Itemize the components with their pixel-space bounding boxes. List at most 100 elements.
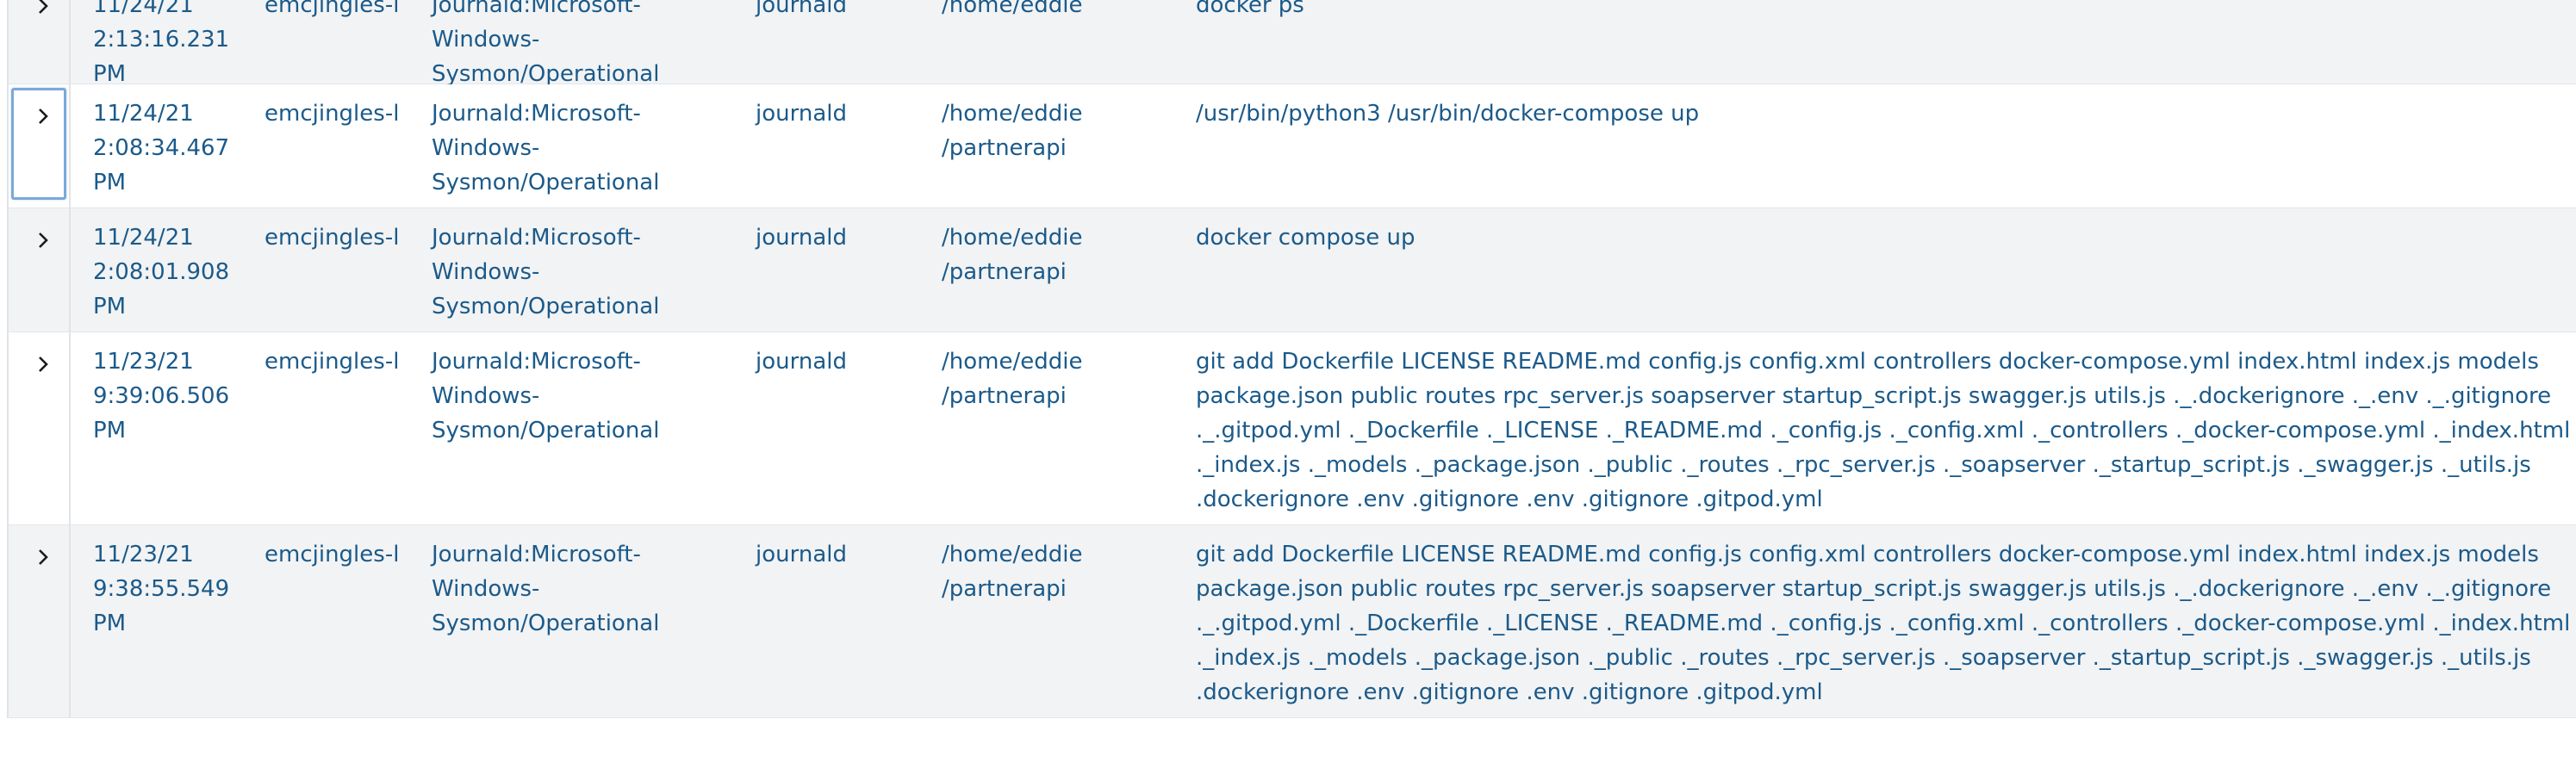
expand-cell [9, 208, 71, 332]
time-clock: 9:39:06.506 [93, 383, 230, 409]
cwd-cell[interactable]: /home/eddie /partnerapi [942, 344, 1148, 413]
time-clock: 2:13:16.231 [93, 27, 230, 53]
chevron-right-icon [39, 232, 48, 248]
cwd-cell[interactable]: /home/eddie /partnerapi [942, 96, 1148, 165]
sourcetype-cell[interactable]: journald [756, 225, 847, 251]
source-cell[interactable]: Journald:Microsoft- Windows- Sysmon/Oper… [432, 537, 673, 641]
expand-row-button[interactable] [11, 336, 66, 448]
expand-row-button[interactable] [11, 88, 66, 200]
command-line: git add Dockerfile LICENSE README.md con… [1196, 349, 2539, 375]
time-ampm: PM [93, 418, 127, 443]
cwd-line: /partnerapi [942, 576, 1067, 602]
command-cell[interactable]: /usr/bin/python3 /usr/bin/docker-compose… [1196, 96, 2540, 131]
source-line: Windows- [432, 259, 540, 285]
host-cell[interactable]: emcjingles-l [264, 101, 400, 127]
source-line: Windows- [432, 576, 540, 602]
source-line: Journald:Microsoft- [432, 0, 641, 18]
time-clock: 2:08:01.908 [93, 259, 230, 285]
table-row[interactable]: 11/23/21 9:38:55.549 PM emcjingles-l Jou… [9, 525, 2576, 718]
events-table: 11/24/21 2:13:16.231 PM emcjingles-l Jou… [7, 0, 2576, 718]
command-line: package.json public routes rpc_server.js… [1196, 576, 2552, 602]
chevron-right-icon [39, 0, 48, 14]
host-cell[interactable]: emcjingles-l [264, 0, 400, 18]
cwd-line: /home/eddie [942, 349, 1083, 375]
cwd-line: /home/eddie [942, 0, 1083, 18]
time-date: 11/24/21 [93, 225, 194, 251]
source-line: Windows- [432, 27, 540, 53]
sourcetype-cell[interactable]: journald [756, 542, 847, 567]
time-cell: 11/23/21 9:38:55.549 PM [93, 537, 248, 641]
command-line: docker compose up [1196, 225, 1416, 251]
command-cell[interactable]: docker compose up [1196, 220, 2540, 255]
time-cell: 11/23/21 9:39:06.506 PM [93, 344, 248, 448]
source-line: Windows- [432, 383, 540, 409]
cwd-cell[interactable]: /home/eddie /partnerapi [942, 537, 1148, 606]
sourcetype-cell[interactable]: journald [756, 0, 847, 18]
host-cell[interactable]: emcjingles-l [264, 349, 400, 375]
command-line: .dockerignore .env .gitignore .env .giti… [1196, 487, 1823, 512]
source-line: Journald:Microsoft- [432, 101, 641, 127]
source-line: Journald:Microsoft- [432, 542, 641, 567]
table-row[interactable]: 11/24/21 2:08:34.467 PM emcjingles-l Jou… [9, 84, 2576, 208]
source-line: Sysmon/Operational [432, 61, 660, 87]
command-line: docker ps [1196, 0, 1304, 18]
command-cell[interactable]: docker ps [1196, 0, 2540, 22]
chevron-right-icon [39, 108, 48, 124]
source-line: Sysmon/Operational [432, 418, 660, 443]
command-line: ._index.js ._models ._package.json ._pub… [1196, 452, 2531, 478]
time-ampm: PM [93, 170, 127, 195]
command-line: package.json public routes rpc_server.js… [1196, 383, 2552, 409]
source-line: Sysmon/Operational [432, 170, 660, 195]
command-line: .dockerignore .env .gitignore .env .giti… [1196, 679, 1823, 705]
table-row[interactable]: 11/24/21 2:13:16.231 PM emcjingles-l Jou… [9, 0, 2576, 87]
host-cell[interactable]: emcjingles-l [264, 542, 400, 567]
source-cell[interactable]: Journald:Microsoft- Windows- Sysmon/Oper… [432, 0, 673, 91]
source-line: Sysmon/Operational [432, 611, 660, 636]
sourcetype-cell[interactable]: journald [756, 349, 847, 375]
time-ampm: PM [93, 611, 127, 636]
cwd-line: /home/eddie [942, 225, 1083, 251]
command-line: ._.gitpod.yml ._Dockerfile ._LICENSE ._R… [1196, 611, 2571, 636]
cwd-line: /partnerapi [942, 259, 1067, 285]
expand-row-button[interactable] [11, 0, 66, 96]
time-cell: 11/24/21 2:08:34.467 PM [93, 96, 248, 200]
time-ampm: PM [93, 61, 127, 87]
command-line: /usr/bin/python3 /usr/bin/docker-compose… [1196, 101, 1700, 127]
time-date: 11/24/21 [93, 0, 194, 18]
cwd-line: /partnerapi [942, 383, 1067, 409]
cwd-line: /home/eddie [942, 101, 1083, 127]
cwd-line: /partnerapi [942, 135, 1067, 161]
sourcetype-cell[interactable]: journald [756, 101, 847, 127]
time-date: 11/24/21 [93, 101, 194, 127]
source-cell[interactable]: Journald:Microsoft- Windows- Sysmon/Oper… [432, 220, 673, 324]
expand-row-button[interactable] [11, 212, 66, 324]
command-line: git add Dockerfile LICENSE README.md con… [1196, 542, 2539, 567]
host-cell[interactable]: emcjingles-l [264, 225, 400, 251]
time-ampm: PM [93, 294, 127, 319]
source-cell[interactable]: Journald:Microsoft- Windows- Sysmon/Oper… [432, 344, 673, 448]
time-date: 11/23/21 [93, 542, 194, 567]
source-line: Windows- [432, 135, 540, 161]
command-cell[interactable]: git add Dockerfile LICENSE README.md con… [1196, 537, 2571, 710]
time-clock: 2:08:34.467 [93, 135, 230, 161]
expand-cell [9, 0, 71, 84]
source-line: Journald:Microsoft- [432, 349, 641, 375]
cwd-line: /home/eddie [942, 542, 1083, 567]
expand-row-button[interactable] [11, 529, 66, 641]
table-row[interactable]: 11/24/21 2:08:01.908 PM emcjingles-l Jou… [9, 208, 2576, 332]
time-date: 11/23/21 [93, 349, 194, 375]
source-line: Journald:Microsoft- [432, 225, 641, 251]
expand-cell [9, 525, 71, 717]
command-line: ._.gitpod.yml ._Dockerfile ._LICENSE ._R… [1196, 418, 2571, 443]
time-cell: 11/24/21 2:08:01.908 PM [93, 220, 248, 324]
command-cell[interactable]: git add Dockerfile LICENSE README.md con… [1196, 344, 2571, 517]
time-cell: 11/24/21 2:13:16.231 PM [93, 0, 248, 91]
source-cell[interactable]: Journald:Microsoft- Windows- Sysmon/Oper… [432, 96, 673, 200]
table-row[interactable]: 11/23/21 9:39:06.506 PM emcjingles-l Jou… [9, 332, 2576, 525]
time-clock: 9:38:55.549 [93, 576, 230, 602]
expand-cell [9, 332, 71, 524]
cwd-cell[interactable]: /home/eddie /partnerapi [942, 220, 1148, 289]
chevron-right-icon [39, 356, 48, 372]
command-line: ._index.js ._models ._package.json ._pub… [1196, 645, 2531, 671]
cwd-cell[interactable]: /home/eddie [942, 0, 1148, 22]
